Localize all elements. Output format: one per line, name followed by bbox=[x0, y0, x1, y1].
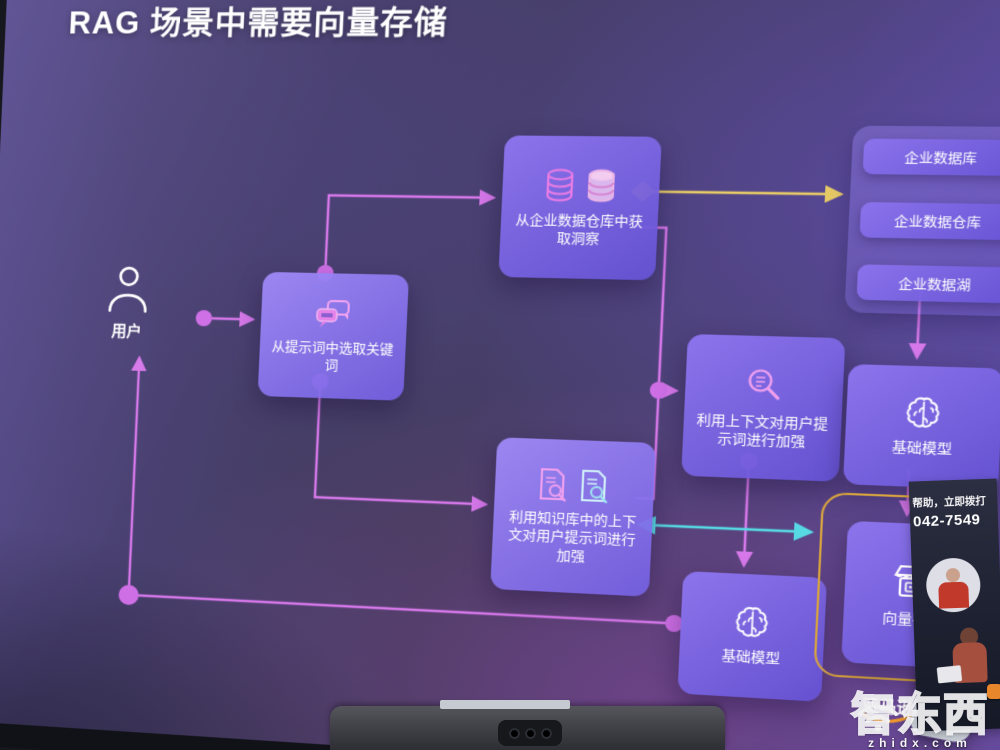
node-label: 基础模型 bbox=[721, 647, 781, 667]
poster-sitter-laptop bbox=[936, 665, 963, 684]
node-label: 利用知识库中的上下文对用户提示词进行加强 bbox=[507, 508, 637, 564]
camera-lens bbox=[524, 727, 536, 739]
connector-dot bbox=[118, 584, 140, 606]
wifi-icon bbox=[858, 704, 898, 732]
node-warehouse: 从企业数据仓库中获取洞察 bbox=[498, 135, 662, 281]
camera-lens bbox=[508, 727, 520, 739]
edge-keywords-warehouse bbox=[325, 195, 493, 276]
connector-dot bbox=[649, 381, 668, 399]
poster-person-head bbox=[945, 567, 961, 583]
node-user: 用户 bbox=[102, 264, 154, 342]
node-label: 从提示词中选取关键词 bbox=[271, 338, 394, 373]
watermark-logo: 智东西 bbox=[850, 689, 989, 740]
poster-line1: 帮助，立即拨打 bbox=[912, 494, 987, 510]
watermark-site: zhidx.com bbox=[868, 736, 972, 750]
brain-icon bbox=[901, 395, 947, 433]
node-foundation-model-bottom: 基础模型 bbox=[677, 571, 828, 702]
user-label: 用户 bbox=[111, 322, 142, 341]
node-label: 利用上下文对用户提示词进行加强 bbox=[696, 411, 829, 450]
chat-bubbles-icon bbox=[312, 297, 355, 328]
node-foundation-model-right: 基础模型 bbox=[842, 364, 1000, 491]
connector-dot bbox=[195, 309, 213, 327]
watermark-accent bbox=[987, 684, 1000, 699]
conference-soundbar bbox=[330, 700, 725, 750]
doc-search-icon bbox=[577, 469, 611, 506]
soundbar-vent bbox=[440, 700, 570, 709]
poster-person-body bbox=[938, 581, 970, 609]
node-label: 基础模型 bbox=[891, 439, 953, 458]
soundbar-camera bbox=[498, 720, 562, 746]
datasource-pill: 企业数据仓库 bbox=[859, 201, 1000, 240]
edge-warehouse-datasources bbox=[646, 192, 841, 195]
node-label: 从企业数据仓库中获取洞察 bbox=[515, 211, 644, 247]
poster-line2: 042-7549 bbox=[912, 511, 981, 531]
doc-search-icon bbox=[536, 467, 570, 504]
connector-dot bbox=[316, 264, 334, 282]
brain-icon bbox=[730, 605, 774, 643]
database-icon bbox=[543, 167, 577, 205]
poster-person-bubble bbox=[925, 557, 982, 614]
database-icon bbox=[584, 167, 619, 205]
datasource-pill: 企业数据库 bbox=[862, 138, 1000, 176]
node-datasources: 企业数据库 企业数据仓库 企业数据湖 bbox=[844, 125, 1000, 317]
node-knowledge: 利用知识库中的上下文对用户提示词进行加强 bbox=[490, 437, 657, 597]
magnifier-icon bbox=[741, 365, 786, 407]
camera-lens bbox=[540, 727, 552, 739]
node-keywords: 从提示词中选取关键词 bbox=[257, 271, 410, 401]
node-context: 利用上下文对用户提示词进行加强 bbox=[681, 334, 846, 482]
watermark: 智东西 zhidx.com bbox=[836, 684, 1000, 750]
edge-knowledge-vector bbox=[639, 525, 811, 533]
datasource-pill: 企业数据湖 bbox=[856, 264, 1000, 304]
edge-keywords-knowledge bbox=[315, 382, 491, 505]
edge-user-keywords bbox=[212, 318, 253, 319]
person-icon bbox=[103, 264, 153, 315]
